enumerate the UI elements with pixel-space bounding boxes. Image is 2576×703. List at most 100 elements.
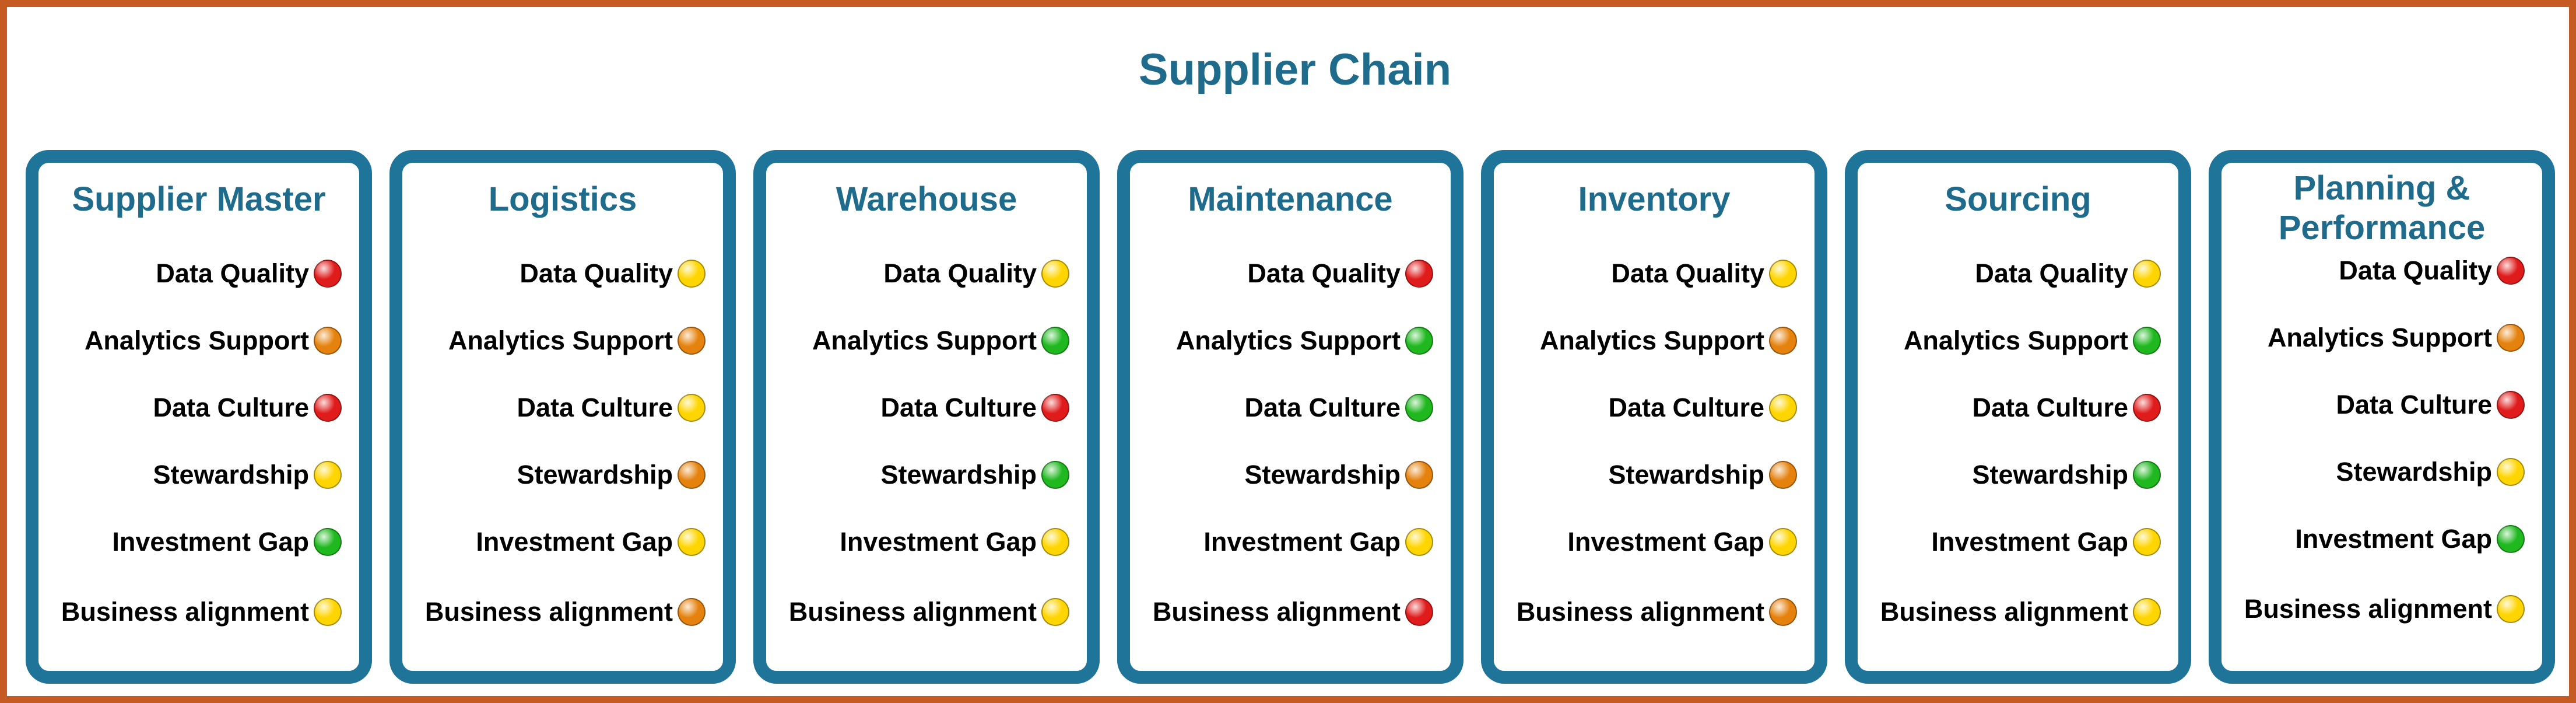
status-red-indicator-icon bbox=[1041, 394, 1069, 422]
metric-row: Business alignment bbox=[425, 594, 706, 629]
metric-row: Stewardship bbox=[153, 457, 342, 492]
status-orange-indicator-icon bbox=[1769, 598, 1797, 626]
status-orange-indicator-icon bbox=[1405, 461, 1433, 489]
metric-row: Business alignment bbox=[789, 594, 1069, 629]
metric-row: Stewardship bbox=[2336, 454, 2525, 489]
metric-row: Data Culture bbox=[517, 390, 706, 425]
metric-label: Data Quality bbox=[1611, 258, 1764, 288]
metric-row: Analytics Support bbox=[1904, 323, 2161, 358]
metric-row: Data Culture bbox=[1972, 390, 2161, 425]
metric-row: Business alignment bbox=[1153, 594, 1433, 629]
metric-row: Stewardship bbox=[517, 457, 706, 492]
metric-row: Analytics Support bbox=[812, 323, 1069, 358]
status-yellow-indicator-icon bbox=[2497, 458, 2525, 486]
status-green-indicator-icon bbox=[1041, 461, 1069, 489]
metric-label: Stewardship bbox=[880, 460, 1037, 489]
metric-label: Investment Gap bbox=[1567, 527, 1764, 557]
status-orange-indicator-icon bbox=[678, 461, 706, 489]
metric-label: Data Quality bbox=[156, 258, 309, 288]
status-green-indicator-icon bbox=[1041, 327, 1069, 355]
metric-label: Analytics Support bbox=[2267, 323, 2492, 352]
panel-title: Logistics bbox=[488, 180, 637, 218]
status-yellow-indicator-icon bbox=[314, 598, 342, 626]
status-yellow-indicator-icon bbox=[2497, 595, 2525, 623]
panel-title: Sourcing bbox=[1945, 180, 2091, 218]
metric-label: Data Quality bbox=[520, 258, 673, 288]
status-red-indicator-icon bbox=[2497, 257, 2525, 285]
metric-row: Analytics Support bbox=[85, 323, 342, 358]
metric-row: Data Quality bbox=[156, 256, 342, 291]
metric-label: Data Quality bbox=[1975, 258, 2128, 288]
metric-row: Investment Gap bbox=[840, 524, 1069, 559]
metric-label: Investment Gap bbox=[840, 527, 1037, 557]
status-yellow-indicator-icon bbox=[1041, 598, 1069, 626]
metric-row: Analytics Support bbox=[2268, 320, 2525, 355]
panel-title: Inventory bbox=[1578, 180, 1731, 218]
status-orange-indicator-icon bbox=[678, 327, 706, 355]
status-green-indicator-icon bbox=[1405, 327, 1433, 355]
status-red-indicator-icon bbox=[1405, 598, 1433, 626]
metric-label: Business alignment bbox=[788, 597, 1037, 627]
panel-title: Supplier Master bbox=[72, 180, 326, 218]
status-orange-indicator-icon bbox=[1769, 327, 1797, 355]
metric-label: Investment Gap bbox=[1931, 527, 2128, 557]
metric-row: Business alignment bbox=[1880, 594, 2161, 629]
metric-label: Data Culture bbox=[153, 393, 309, 422]
metric-row: Data Culture bbox=[880, 390, 1069, 425]
status-orange-indicator-icon bbox=[2497, 324, 2525, 352]
metric-row: Investment Gap bbox=[1567, 524, 1797, 559]
metric-row: Data Culture bbox=[153, 390, 342, 425]
metric-row: Investment Gap bbox=[2295, 522, 2525, 557]
status-red-indicator-icon bbox=[1405, 260, 1433, 288]
metric-label: Stewardship bbox=[1972, 460, 2128, 489]
metric-row: Stewardship bbox=[1244, 457, 1433, 492]
metric-row: Business alignment bbox=[61, 594, 342, 629]
metric-label: Business alignment bbox=[1880, 597, 2128, 627]
status-green-indicator-icon bbox=[314, 528, 342, 556]
metric-row: Data Culture bbox=[1608, 390, 1797, 425]
status-red-indicator-icon bbox=[314, 394, 342, 422]
metric-row: Analytics Support bbox=[1176, 323, 1433, 358]
metric-row: Data Quality bbox=[1611, 256, 1797, 291]
metric-label: Business alignment bbox=[1516, 597, 1764, 627]
metric-label: Investment Gap bbox=[1203, 527, 1401, 557]
metric-row: Data Culture bbox=[1244, 390, 1433, 425]
metric-label: Analytics Support bbox=[812, 326, 1037, 355]
metric-label: Investment Gap bbox=[476, 527, 673, 557]
status-orange-indicator-icon bbox=[1769, 461, 1797, 489]
metric-label: Investment Gap bbox=[2295, 524, 2492, 554]
status-yellow-indicator-icon bbox=[678, 394, 706, 422]
metric-label: Data Culture bbox=[1244, 393, 1401, 422]
metric-label: Stewardship bbox=[517, 460, 673, 489]
panel-title: Planning & Performance bbox=[2278, 169, 2486, 247]
status-yellow-indicator-icon bbox=[2133, 528, 2161, 556]
metric-label: Data Culture bbox=[517, 393, 673, 422]
metric-row: Business alignment bbox=[1517, 594, 1797, 629]
status-yellow-indicator-icon bbox=[1405, 528, 1433, 556]
metric-row: Data Culture bbox=[2336, 387, 2525, 422]
metric-row: Stewardship bbox=[1608, 457, 1797, 492]
status-yellow-indicator-icon bbox=[1769, 394, 1797, 422]
metric-label: Stewardship bbox=[153, 460, 309, 489]
diagram-title: Supplier Chain bbox=[1138, 45, 1452, 95]
status-yellow-indicator-icon bbox=[1041, 528, 1069, 556]
metric-label: Stewardship bbox=[1244, 460, 1401, 489]
panel-title: Warehouse bbox=[836, 180, 1017, 218]
metric-label: Investment Gap bbox=[112, 527, 309, 557]
metric-row: Analytics Support bbox=[1540, 323, 1797, 358]
metric-label: Analytics Support bbox=[448, 326, 673, 355]
status-green-indicator-icon bbox=[1405, 394, 1433, 422]
status-yellow-indicator-icon bbox=[1769, 528, 1797, 556]
metric-row: Stewardship bbox=[880, 457, 1069, 492]
metric-row: Data Quality bbox=[1975, 256, 2161, 291]
status-yellow-indicator-icon bbox=[2133, 598, 2161, 626]
metric-label: Analytics Support bbox=[84, 326, 309, 355]
